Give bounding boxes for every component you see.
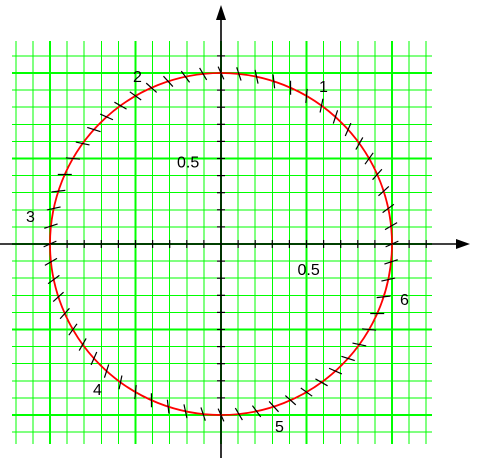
curve-tick-mark <box>87 126 101 133</box>
curve-tick-mark <box>364 152 374 165</box>
curve-tick-mark <box>199 67 208 81</box>
curve-tick-mark <box>217 66 225 80</box>
point-label-4: 4 <box>93 382 102 399</box>
curve-tick-mark <box>46 206 61 211</box>
curve-tick-mark <box>180 70 191 83</box>
curve-tick-mark <box>90 351 98 366</box>
y-tick-label-0.5: 0.5 <box>177 155 199 172</box>
curve-tick-mark <box>51 189 66 193</box>
curve-tick-mark <box>300 387 313 397</box>
x-axis-arrow <box>456 239 470 249</box>
curve-tick-mark <box>47 274 60 285</box>
grid <box>12 41 432 444</box>
curve-tick-mark <box>344 122 352 137</box>
curve-tick-mark <box>254 69 259 84</box>
curve-tick-mark <box>332 110 339 124</box>
curve-tick-mark <box>251 405 262 418</box>
labels: 0.5 0.5 1 2 3 4 5 6 <box>26 69 409 436</box>
curve-tick-mark <box>381 277 396 282</box>
point-label-3: 3 <box>26 209 35 226</box>
curve-tick-mark <box>200 407 206 421</box>
curve-tick-mark <box>372 168 383 181</box>
curve-tick-mark <box>217 408 225 422</box>
curve-tick-mark <box>378 186 390 197</box>
curve-tick-mark <box>305 88 308 103</box>
curve-tick-mark <box>236 67 242 81</box>
curve-tick-mark <box>355 137 364 150</box>
curve-tick-mark <box>382 203 395 214</box>
curve-tick-mark <box>268 401 279 413</box>
point-label-6: 6 <box>400 292 409 309</box>
curve-tick-mark <box>385 240 399 248</box>
curve-tick-mark <box>362 328 377 331</box>
curve-tick-mark <box>103 364 110 378</box>
curve-tick-mark <box>114 101 127 110</box>
curve-tick-mark <box>352 342 367 347</box>
curve-tick-mark <box>183 404 188 419</box>
curve-tick-mark <box>315 378 328 387</box>
curve-tick-mark <box>78 338 87 351</box>
curve-tick-mark <box>52 291 64 302</box>
y-axis-arrow <box>216 5 226 20</box>
curve-tick-mark <box>134 385 137 400</box>
curve-tick-mark <box>44 223 58 229</box>
curve-tick-mark <box>99 113 114 121</box>
curve-tick-mark <box>384 222 398 231</box>
curve-tick-mark <box>68 323 78 336</box>
curve-tick-marks <box>43 66 399 422</box>
curve-tick-mark <box>44 257 58 266</box>
curve-tick-mark <box>376 295 391 299</box>
point-label-2: 2 <box>133 69 142 86</box>
curve-tick-mark <box>75 141 90 146</box>
curve-tick-mark <box>59 307 70 320</box>
curve-tick-mark <box>145 82 158 93</box>
curve-tick-mark <box>166 399 170 414</box>
curve-tick-mark <box>319 98 324 113</box>
curve-tick-mark <box>284 395 297 406</box>
curve-tick-mark <box>341 355 355 362</box>
x-tick-label-0.5: 0.5 <box>298 262 320 279</box>
curve-tick-mark <box>129 91 142 101</box>
point-label-1: 1 <box>319 79 328 96</box>
curve-tick-mark <box>163 75 174 87</box>
curve-tick-mark <box>65 157 80 160</box>
curve-tick-mark <box>384 259 398 265</box>
curve-tick-mark <box>43 240 57 248</box>
point-label-5: 5 <box>275 419 284 436</box>
curve-tick-mark <box>272 74 276 89</box>
curve-tick-mark <box>328 367 343 375</box>
curve-tick-mark <box>118 375 123 390</box>
curve-tick-mark <box>234 407 243 421</box>
